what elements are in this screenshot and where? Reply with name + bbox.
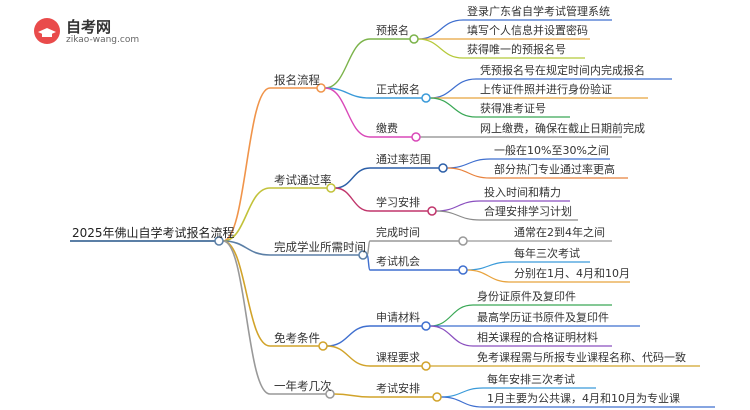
subbranch-label-0-2[interactable]: 缴费 bbox=[376, 122, 398, 135]
leaf-label-0-0-2[interactable]: 获得唯一的预报名号 bbox=[467, 43, 566, 56]
leaf-connector-0-0-2 bbox=[417, 38, 464, 59]
branch-node-1[interactable] bbox=[326, 183, 336, 193]
root-node[interactable] bbox=[214, 236, 224, 246]
subbranch-node-3-1[interactable] bbox=[421, 361, 431, 371]
subbranch-node-1-0[interactable] bbox=[438, 163, 448, 173]
subbranch-label-4-0[interactable]: 考试安排 bbox=[376, 382, 420, 395]
leaf-connector-0-0-0 bbox=[417, 19, 464, 40]
branch-node-3[interactable] bbox=[318, 341, 328, 351]
subbranch-label-3-0[interactable]: 申请材料 bbox=[376, 311, 420, 324]
branch-connector-1 bbox=[222, 187, 271, 242]
subbranch-connector-2-1 bbox=[366, 254, 371, 271]
leaf-label-3-0-2[interactable]: 相关课程的合格证明材料 bbox=[477, 331, 598, 344]
branch-connector-0 bbox=[222, 87, 271, 242]
branch-node-2[interactable] bbox=[358, 250, 368, 260]
subbranch-connector-3-1 bbox=[326, 345, 371, 367]
subbranch-label-2-1[interactable]: 考试机会 bbox=[376, 255, 420, 268]
branch-connector-3 bbox=[222, 240, 271, 347]
subbranch-label-0-1[interactable]: 正式报名 bbox=[376, 83, 420, 96]
subbranch-label-1-0[interactable]: 通过率范围 bbox=[376, 153, 431, 166]
subbranch-connector-0-2 bbox=[324, 87, 371, 138]
branch-connector-4 bbox=[222, 240, 271, 395]
leaf-label-0-1-2[interactable]: 获得准考证号 bbox=[480, 102, 546, 115]
logo-url: zikao-wang.com bbox=[66, 35, 140, 45]
leaf-connector-1-0-1 bbox=[446, 167, 491, 179]
leaf-label-0-2-0[interactable]: 网上缴费，确保在截止日期前完成 bbox=[480, 122, 645, 135]
logo-title: 自考网 bbox=[66, 18, 112, 36]
subbranch-label-0-0[interactable]: 预报名 bbox=[376, 24, 409, 37]
leaf-label-1-0-0[interactable]: 一般在10%至30%之间 bbox=[494, 144, 609, 157]
leaf-label-3-0-0[interactable]: 身份证原件及复印件 bbox=[477, 290, 576, 303]
subbranch-connector-1-1 bbox=[334, 187, 371, 212]
branch-connector-2 bbox=[222, 240, 271, 256]
subbranch-node-0-2[interactable] bbox=[411, 132, 421, 142]
leaf-connector-3-0-2 bbox=[429, 325, 474, 347]
leaf-label-0-0-0[interactable]: 登录广东省自学考试管理系统 bbox=[467, 5, 610, 18]
subbranch-label-3-1[interactable]: 课程要求 bbox=[376, 351, 420, 364]
leaf-connector-3-0-0 bbox=[429, 304, 474, 327]
subbranch-connector-1-0 bbox=[334, 167, 371, 189]
leaf-label-1-1-0[interactable]: 投入时间和精力 bbox=[484, 186, 561, 199]
subbranch-node-0-0[interactable] bbox=[409, 34, 419, 44]
subbranch-connector-2-0 bbox=[366, 240, 371, 256]
leaf-connector-4-0-0 bbox=[440, 387, 484, 398]
leaf-connector-1-1-1 bbox=[435, 210, 481, 221]
leaf-label-0-1-0[interactable]: 凭预报名号在规定时间内完成报名 bbox=[480, 64, 645, 77]
subbranch-connector-3-0 bbox=[326, 325, 371, 347]
branch-label-1[interactable]: 考试通过率 bbox=[274, 173, 332, 187]
branch-label-4[interactable]: 一年考几次 bbox=[274, 379, 332, 393]
subbranch-node-2-0[interactable] bbox=[458, 236, 468, 246]
subbranch-node-4-0[interactable] bbox=[432, 392, 442, 402]
branch-node-4[interactable] bbox=[325, 389, 335, 399]
leaf-connector-0-1-0 bbox=[429, 78, 477, 99]
leaf-label-1-1-1[interactable]: 合理安排学习计划 bbox=[484, 205, 572, 218]
leaf-label-4-0-0[interactable]: 每年安排三次考试 bbox=[487, 373, 575, 386]
leaf-label-3-1-0[interactable]: 免考课程需与所报专业课程名称、代码一致 bbox=[477, 351, 686, 364]
branch-label-3[interactable]: 免考条件 bbox=[274, 331, 320, 345]
leaf-connector-1-1-0 bbox=[435, 200, 481, 212]
leaf-connector-1-0-0 bbox=[446, 158, 491, 169]
leaf-label-1-0-1[interactable]: 部分热门专业通过率更高 bbox=[494, 163, 615, 176]
subbranch-connector-0-0 bbox=[324, 38, 371, 89]
leaf-connector-2-1-0 bbox=[466, 261, 511, 271]
root-node-label[interactable]: 2025年佛山自学考试报名流程 bbox=[72, 226, 235, 240]
graduation-cap-icon bbox=[34, 18, 60, 44]
site-logo[interactable]: 自考网 zikao-wang.com bbox=[34, 14, 154, 54]
leaf-connector-0-1-2 bbox=[429, 97, 477, 118]
subbranch-label-1-1[interactable]: 学习安排 bbox=[376, 196, 420, 209]
subbranch-node-3-0[interactable] bbox=[421, 321, 431, 331]
branch-node-0[interactable] bbox=[316, 83, 326, 93]
subbranch-node-2-1[interactable] bbox=[458, 265, 468, 275]
branch-label-2[interactable]: 完成学业所需时间 bbox=[274, 240, 366, 254]
subbranch-node-1-1[interactable] bbox=[427, 206, 437, 216]
leaf-label-2-1-0[interactable]: 每年三次考试 bbox=[514, 247, 580, 260]
leaf-label-0-0-1[interactable]: 填写个人信息并设置密码 bbox=[467, 24, 588, 37]
leaf-label-3-0-1[interactable]: 最高学历证书原件及复印件 bbox=[477, 311, 609, 324]
leaf-label-0-1-1[interactable]: 上传证件照并进行身份验证 bbox=[480, 83, 612, 96]
leaf-connector-4-0-1 bbox=[440, 396, 484, 408]
leaf-connector-2-1-1 bbox=[466, 269, 511, 283]
subbranch-label-2-0[interactable]: 完成时间 bbox=[376, 226, 420, 239]
leaf-label-4-0-1[interactable]: 1月主要为公共课，4月和10月为专业课 bbox=[487, 392, 680, 405]
subbranch-connector-4-0 bbox=[333, 393, 371, 398]
branch-label-0[interactable]: 报名流程 bbox=[274, 73, 320, 87]
subbranch-node-0-1[interactable] bbox=[421, 93, 431, 103]
leaf-label-2-0-0[interactable]: 通常在2到4年之间 bbox=[514, 226, 605, 239]
leaf-label-2-1-1[interactable]: 分别在1月、4月和10月 bbox=[514, 267, 630, 280]
